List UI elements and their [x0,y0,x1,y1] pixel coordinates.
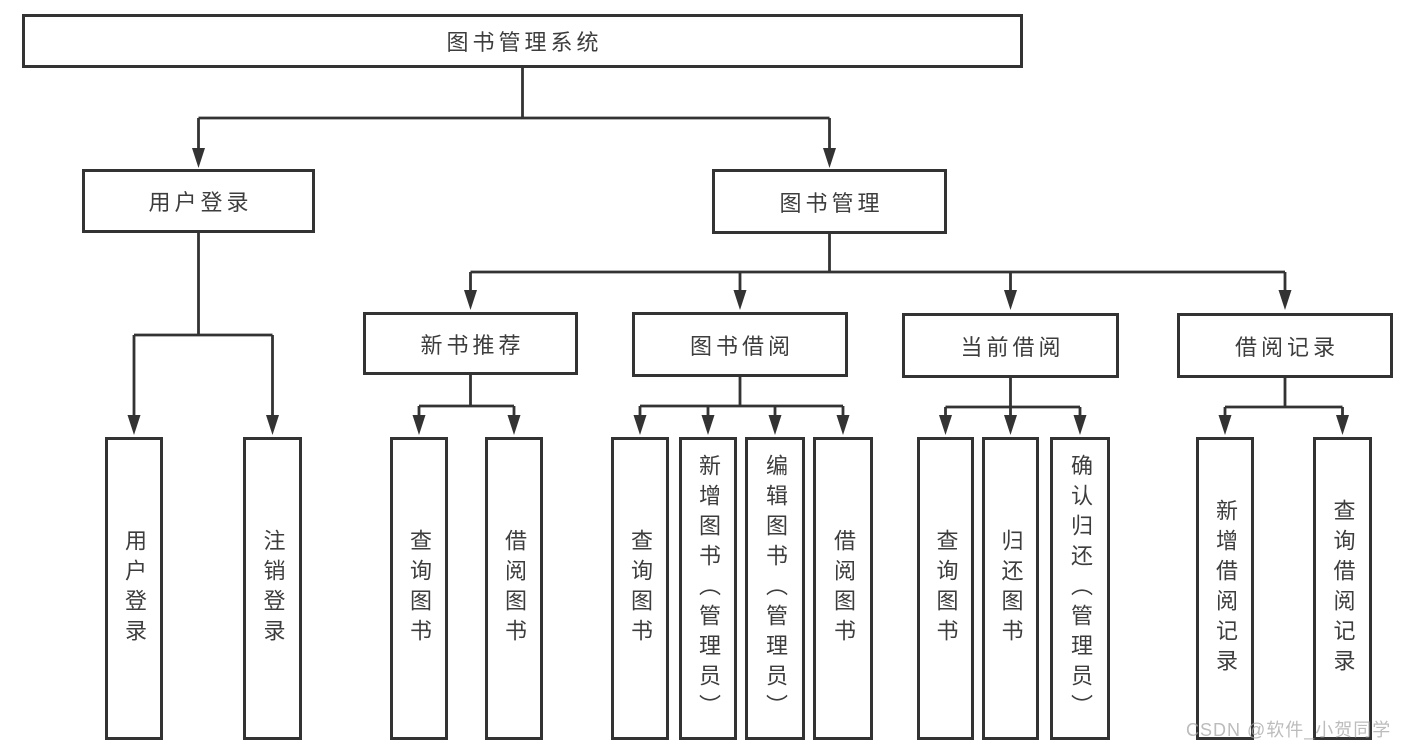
connector-root-to-level2 [192,68,836,168]
leaf-add-books-admin-label: 新增图书（管理员） [696,453,721,724]
leaf-query-borrow-record-label: 查询借阅记录 [1330,498,1356,679]
leaf-logout-label: 注销登录 [260,528,286,649]
leaf-add-borrow-record-label: 新增借阅记录 [1213,498,1238,679]
node-user-login: 用户登录 [82,169,315,233]
leaf-return-books-label: 归还图书 [998,528,1024,649]
leaf-edit-books-admin: 编辑图书（管理员） [745,437,805,740]
leaf-borrow-books-label: 借阅图书 [831,528,856,649]
leaf-logout: 注销登录 [243,437,302,740]
leaf-borrow-query-books-label: 查询图书 [628,528,653,649]
leaf-newbook-query-books: 查询图书 [390,437,448,740]
leaf-newbook-borrow-books-label: 借阅图书 [502,528,527,649]
leaf-user-login: 用户登录 [105,437,163,740]
leaf-query-borrow-record: 查询借阅记录 [1313,437,1372,740]
node-book-management: 图书管理 [712,169,947,234]
node-root-system: 图书管理系统 [22,14,1023,68]
connector-book-borrow-to-leaves [633,377,850,435]
node-root-system-label: 图书管理系统 [446,30,603,55]
node-new-book-recommend-label: 新书推荐 [420,332,525,358]
node-borrow-records: 借阅记录 [1177,313,1393,378]
connector-book-management-to-level3 [464,234,1292,310]
leaf-borrow-books: 借阅图书 [813,437,873,740]
node-user-login-label: 用户登录 [148,190,253,215]
leaf-newbook-borrow-books: 借阅图书 [485,437,543,740]
leaf-current-query-books: 查询图书 [917,437,974,740]
leaf-confirm-return-admin: 确认归还（管理员） [1050,437,1110,740]
node-new-book-recommend: 新书推荐 [363,312,578,375]
node-current-borrow-label: 当前借阅 [960,334,1065,360]
connector-user-login-to-leaves [127,233,279,435]
leaf-return-books: 归还图书 [982,437,1039,740]
leaf-add-borrow-record: 新增借阅记录 [1196,437,1254,740]
connector-new-book-to-leaves [412,375,521,435]
leaf-borrow-query-books: 查询图书 [611,437,669,740]
leaf-newbook-query-books-label: 查询图书 [407,528,432,649]
node-book-borrow-label: 图书借阅 [689,333,794,359]
leaf-user-login-label: 用户登录 [122,528,147,649]
node-borrow-records-label: 借阅记录 [1234,334,1339,360]
node-book-management-label: 图书管理 [779,190,884,216]
node-book-borrow: 图书借阅 [632,312,848,377]
leaf-current-query-books-label: 查询图书 [933,528,959,649]
leaf-edit-books-admin-label: 编辑图书（管理员） [763,453,788,724]
leaf-confirm-return-admin-label: 确认归还（管理员） [1068,453,1093,724]
node-current-borrow: 当前借阅 [902,313,1119,378]
leaf-add-books-admin: 新增图书（管理员） [679,437,737,740]
connector-borrow-records-to-leaves [1218,378,1349,435]
connector-current-borrow-to-leaves [939,378,1087,435]
csdn-watermark: CSDN @软件_小贺同学 [1186,720,1392,740]
